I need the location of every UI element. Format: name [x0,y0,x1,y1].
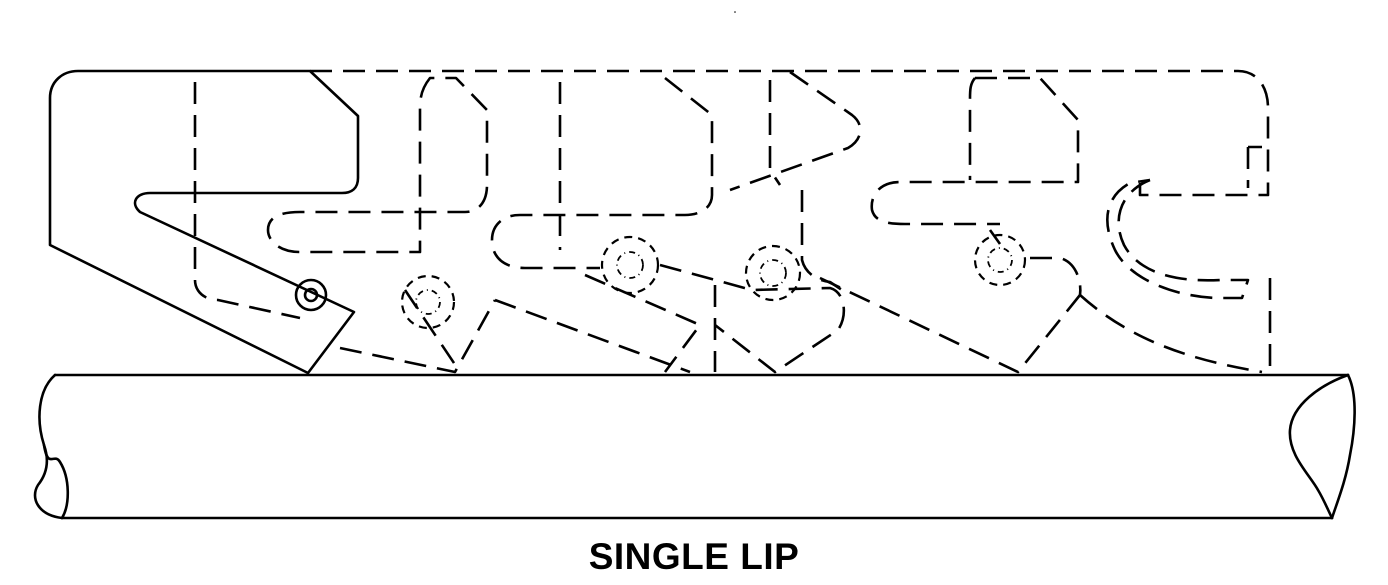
alternate-profile-icon [490,76,714,374]
alternate-profile-icon [659,70,862,374]
shaft-icon [33,373,1356,520]
diagram-caption: SINGLE LIP [588,536,800,577]
registration-mark [734,11,736,13]
garter-spring-icon [294,278,328,312]
alternate-profile-icon [266,76,497,374]
seal-profile-icon [48,69,360,375]
housing-outline [193,69,1272,373]
alternate-profile-icon [1106,178,1250,300]
alternate-profile-icon [819,76,1263,374]
